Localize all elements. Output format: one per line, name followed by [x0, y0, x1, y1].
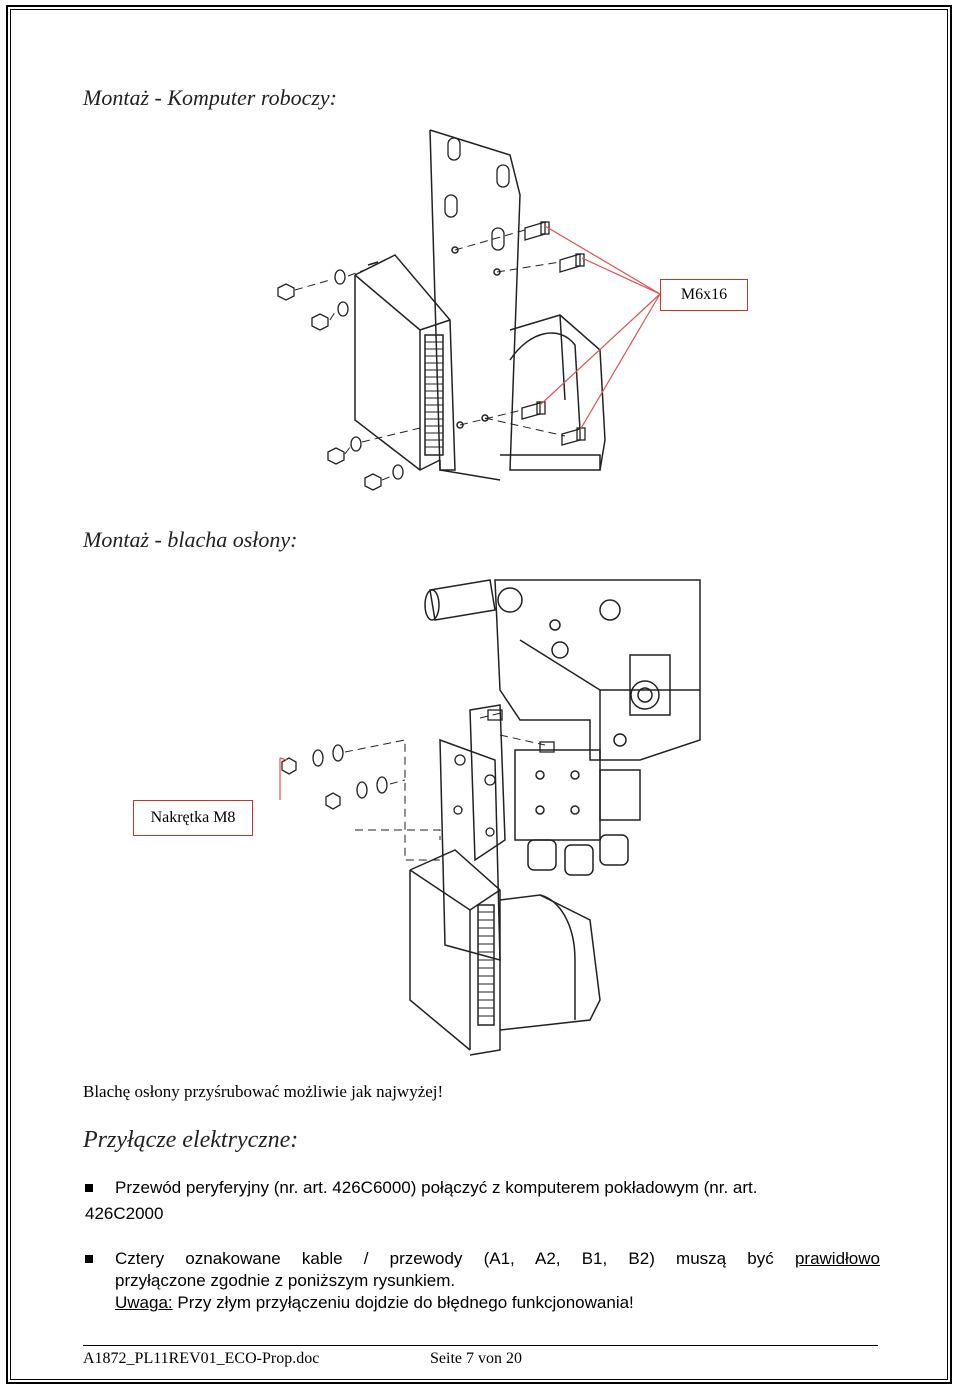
section-title-computer: Montaż - Komputer roboczy:	[83, 85, 337, 110]
section-title-cover-plate: Montaż - blacha osłony:	[83, 527, 298, 552]
footer-page-number: Seite 7 von 20	[430, 1350, 522, 1367]
bullet-text-line1: Cztery oznakowane kable / przewody (A1, …	[115, 1248, 880, 1270]
mounting-note: Blachę osłony przyśrubować możliwie jak …	[83, 1082, 444, 1101]
warning-text: Przy złym przyłączeniu dojdzie do błędne…	[172, 1293, 634, 1312]
footer-rule	[83, 1345, 878, 1346]
page-border-inner	[10, 9, 948, 1380]
list-item: Cztery oznakowane kable / przewody (A1, …	[85, 1248, 880, 1314]
list-item: Przewód peryferyjny (nr. art. 426C6000) …	[85, 1177, 880, 1225]
section-title-electrical: Przyłącze elektryczne:	[83, 1127, 299, 1153]
emphasis-underlined: prawidłowo	[794, 1249, 880, 1268]
bullet-square-icon	[85, 1255, 93, 1263]
bullet-text-line2: 426C2000	[85, 1204, 164, 1223]
bullet-text-line2: przyłączone zgodnie z poniższym rysunkie…	[115, 1271, 456, 1290]
bullet-text-part: Cztery oznakowane kable / przewody (A1, …	[115, 1249, 774, 1268]
footer-document-name: A1872_PL11REV01_ECO-Prop.doc	[83, 1350, 320, 1367]
page-border-outer	[6, 5, 952, 1384]
bullet-text-line3: Uwaga: Przy złym przyłączeniu dojdzie do…	[115, 1292, 880, 1314]
callout-nut-size: Nakrętka M8	[133, 800, 253, 836]
bullet-square-icon	[85, 1184, 93, 1192]
callout-bolt-size: M6x16	[660, 279, 748, 311]
warning-label: Uwaga:	[115, 1293, 173, 1312]
bullet-text-line1: Przewód peryferyjny (nr. art. 426C6000) …	[115, 1178, 758, 1197]
